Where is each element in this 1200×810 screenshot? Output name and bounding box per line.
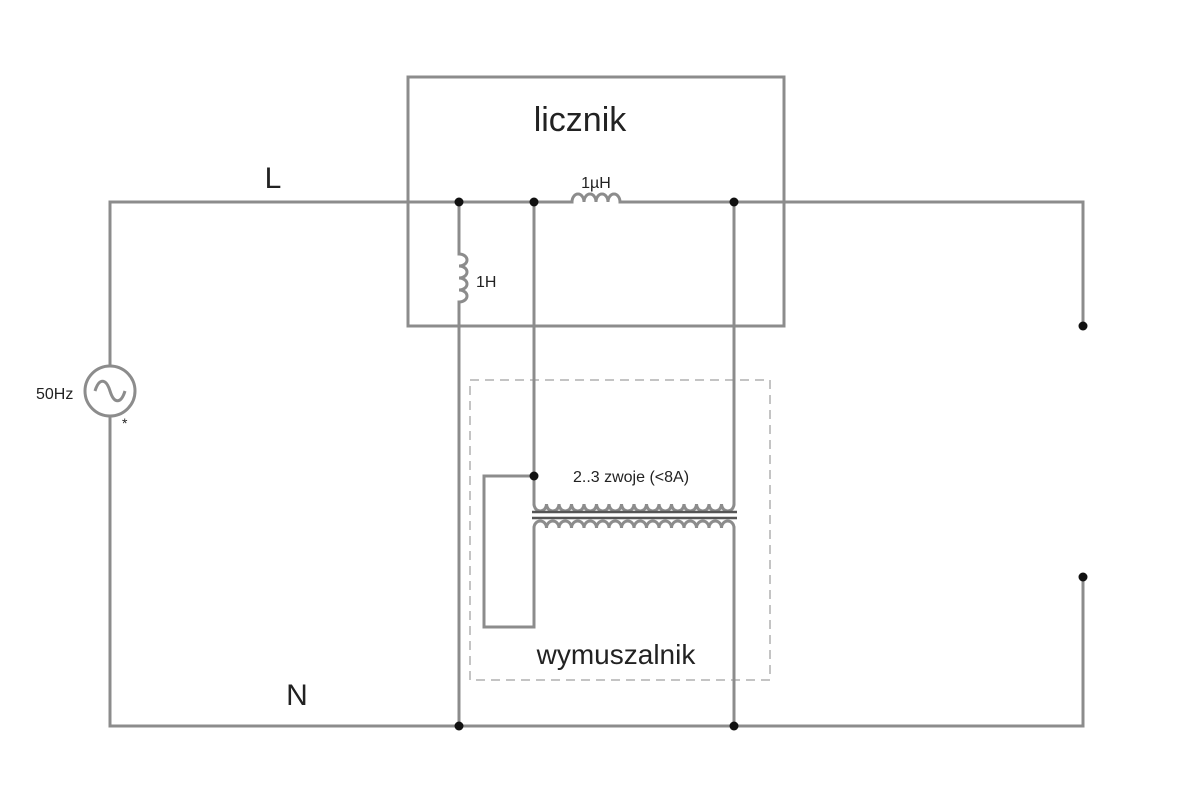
secondary-loop bbox=[482, 474, 536, 629]
inductor-icon bbox=[570, 192, 622, 203]
junction-node bbox=[729, 197, 739, 207]
forcer-box bbox=[469, 379, 771, 681]
forcer-label: wymuszalnik bbox=[536, 639, 697, 670]
neutral-wire bbox=[108, 414, 1085, 728]
junction-node bbox=[529, 197, 539, 207]
junction-node bbox=[729, 721, 739, 731]
inductor-icon bbox=[458, 252, 469, 304]
ac-source-icon bbox=[83, 364, 137, 418]
junction-node bbox=[529, 471, 539, 481]
transformer-label: 2..3 zwoje (<8A) bbox=[573, 469, 689, 486]
neutral-label: N bbox=[286, 679, 308, 712]
source-label: 50Hz bbox=[36, 386, 73, 403]
terminal-l bbox=[1078, 321, 1088, 331]
inductor-small-label: 1µH bbox=[581, 175, 611, 192]
junction-node bbox=[454, 721, 464, 731]
inductor-large-label: 1H bbox=[476, 274, 496, 291]
junction-node bbox=[454, 197, 464, 207]
line-wire-right bbox=[618, 200, 1085, 328]
transformer-icon bbox=[532, 503, 737, 529]
line-wire-left bbox=[108, 200, 574, 368]
meter-label: licznik bbox=[534, 101, 628, 139]
terminal-n bbox=[1078, 572, 1088, 582]
source-mark: * bbox=[122, 415, 128, 431]
line-label: L bbox=[265, 162, 282, 195]
